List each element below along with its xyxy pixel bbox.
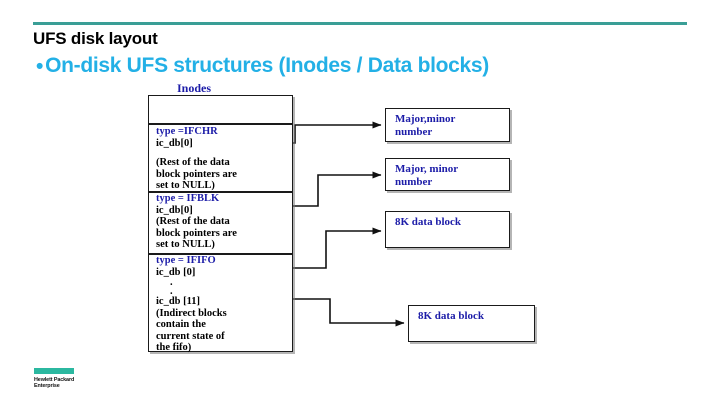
inode-ifchr-note-3: set to NULL) [156,180,215,191]
box-data-block-1: 8K data block [385,211,510,248]
inode-ififo-type: type = IFIFO [156,255,216,266]
hpe-logo-dash-icon [34,368,74,374]
inode-ififo-note-2: contain the [156,319,206,330]
hpe-logo-line2: Enterprise [34,383,60,390]
inode-ififo-note-4: the fifo) [156,342,192,353]
inode-ifchr-type: type =IFCHR [156,126,218,137]
inode-row-ififo: type = IFIFO ic_db [0] . . ic_db [11] (I… [156,255,288,354]
box-data-block-2-text: 8K data block [418,310,485,322]
header-accent-rule [33,22,687,25]
box-major-minor-2: Major, minor number [385,158,510,191]
slide-bullet: •On-disk UFS structures (Inodes / Data b… [36,54,489,78]
inode-row-ifchr: type =IFCHR ic_db[0] (Rest of the data b… [156,126,288,192]
inode-ifblk-note-1: (Rest of the data [156,216,230,227]
slide-bullet-text: On-disk UFS structures (Inodes / Data bl… [45,54,489,77]
inodes-table: type =IFCHR ic_db[0] (Rest of the data b… [148,95,293,354]
page-title: UFS disk layout [33,29,158,48]
inode-ififo-db11: ic_db [11] [156,296,201,307]
hpe-logo-line1: Hewlett Packard [34,377,75,383]
inode-ififo-note-3: current state of [156,330,225,342]
inode-row-ifblk: type = IFBLK ic_db[0] (Rest of the data … [156,193,288,251]
box-major-minor-2-text: Major, minor number [395,163,505,189]
inode-ifblk-note-2: block pointers are [156,227,237,239]
inode-ifchr-note-1: (Rest of the data [156,157,230,168]
inode-ifblk-note-3: set to NULL) [156,239,215,250]
inode-row-divider-2 [149,191,292,193]
hpe-logo: Hewlett Packard Enterprise [34,368,100,394]
box-major-minor-1-line1: Major,minor [395,113,456,125]
inode-ifchr-db0: ic_db[0] [156,137,193,149]
inode-row-divider-1 [149,123,292,125]
box-data-block-1-text: 8K data block [395,216,462,228]
inodes-label: Inodes [177,81,212,95]
inode-row-divider-3 [149,253,292,255]
box-major-minor-1: Major,minor number [385,108,510,142]
box-major-minor-1-line2: number [395,126,433,138]
bullet-dot-icon: • [36,54,44,78]
box-major-minor-1-text: Major,minor number [395,113,505,139]
box-major-minor-2-line2: number [395,176,433,188]
inode-ififo-db0: ic_db [0] [156,266,196,278]
inode-ifblk-type: type = IFBLK [156,193,220,204]
box-data-block-2: 8K data block [408,305,535,342]
box-major-minor-2-line1: Major, minor [395,163,459,175]
inode-ifblk-db0: ic_db[0] [156,204,193,216]
inode-ififo-ellipsis-2: . [170,286,173,297]
inode-ififo-note-1: (Indirect blocks [156,307,227,319]
inode-ififo-ellipsis-1: . [170,277,173,288]
inode-ifchr-note-2: block pointers are [156,168,237,180]
